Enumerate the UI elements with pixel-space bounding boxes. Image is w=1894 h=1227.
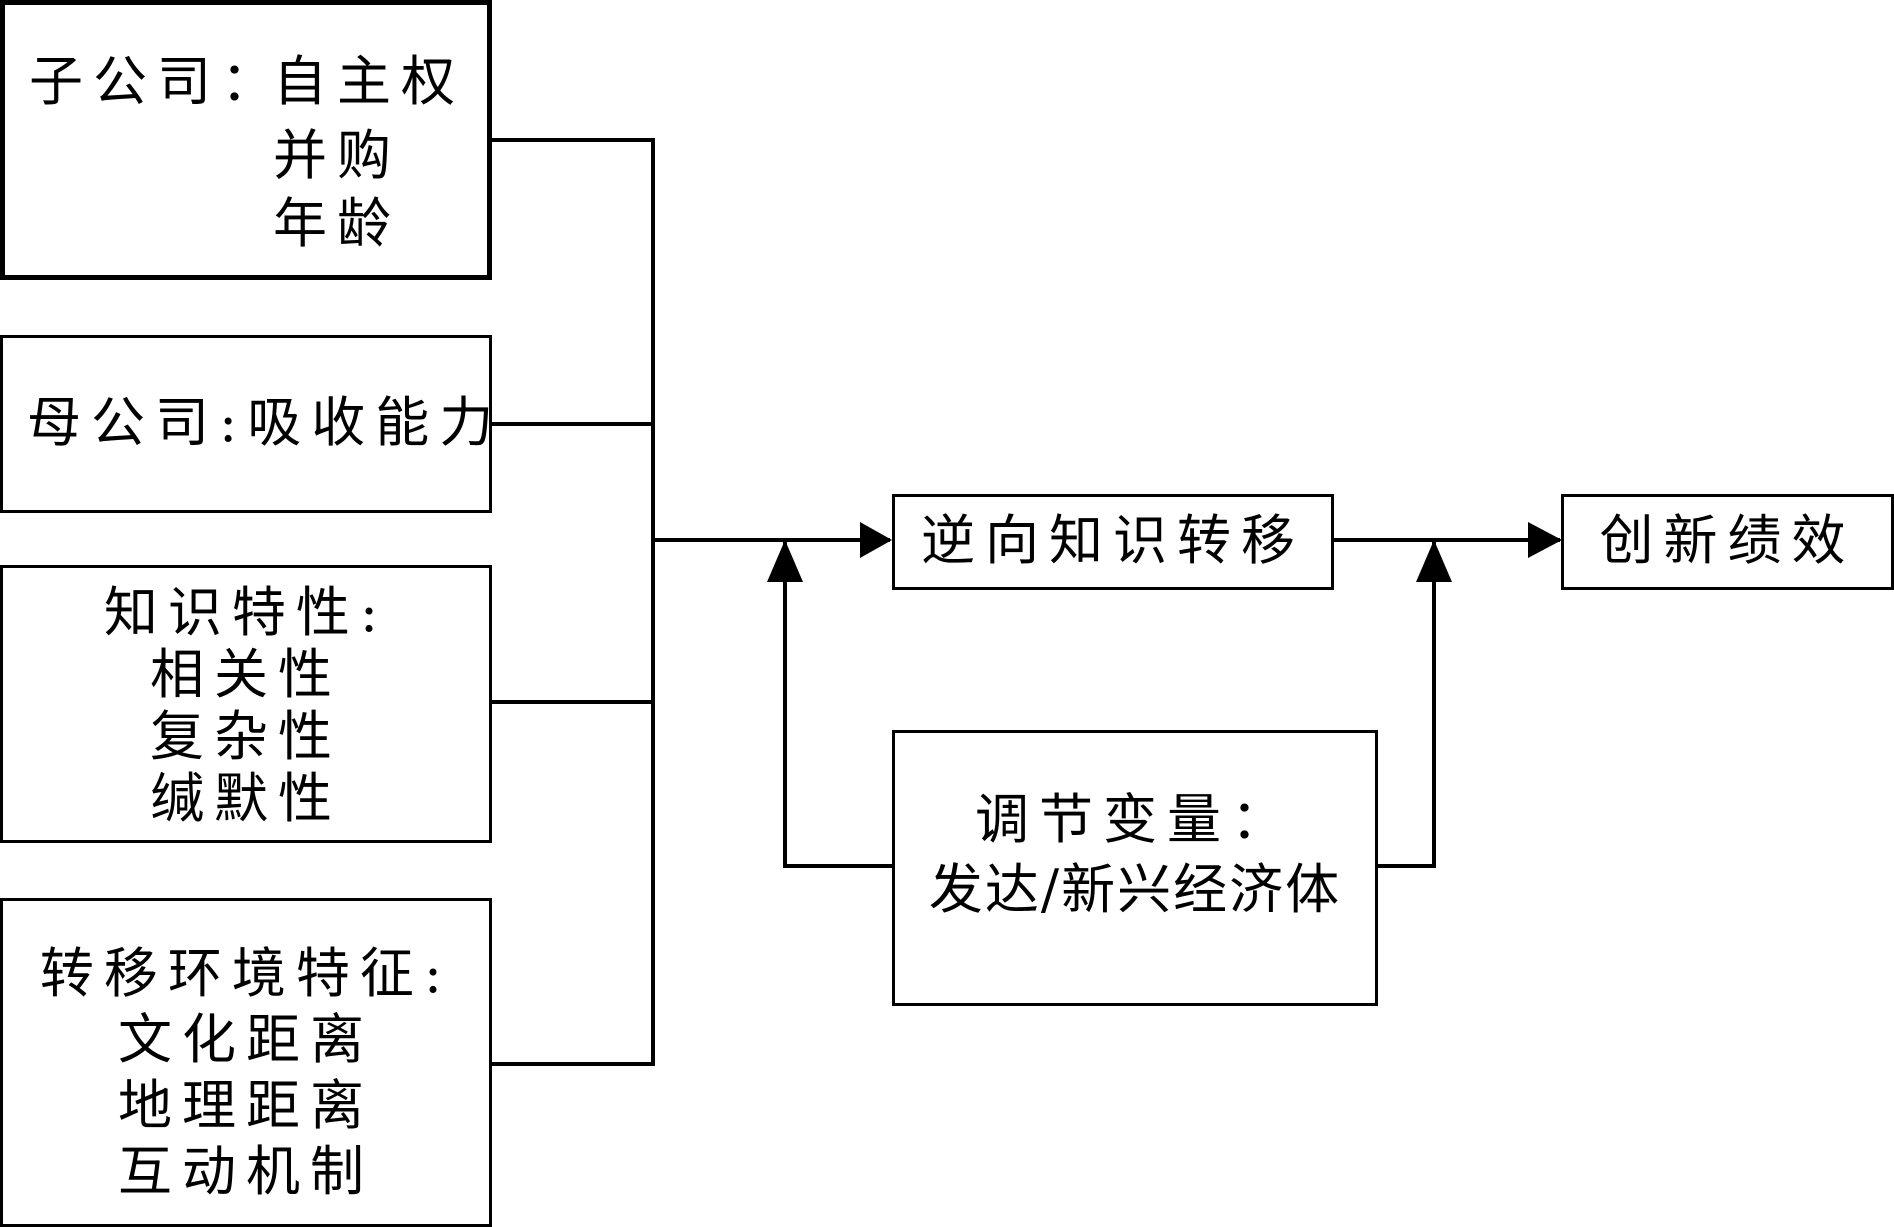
environment-item: 地理距离 — [118, 1074, 374, 1137]
environment-title: 转移环境特征: — [39, 942, 453, 1005]
moderator-box: 调节变量： 发达/新兴经济体 — [892, 730, 1378, 1006]
knowledge-item: 复杂性 — [150, 705, 342, 768]
subsidiary-label: 子公司： — [29, 50, 285, 113]
connector-subsidiary — [490, 138, 655, 1066]
knowledge-box: 知识特性: 相关性 复杂性 缄默性 — [0, 565, 492, 843]
moderator-value: 发达/新兴经济体 — [928, 858, 1342, 921]
moderator-title: 调节变量： — [975, 788, 1295, 851]
environment-item: 互动机制 — [118, 1140, 374, 1203]
subsidiary-item: 并购 — [273, 124, 401, 187]
innovation-text: 创新绩效 — [1599, 509, 1856, 572]
subsidiary-box: 子公司： 自主权 并购 年龄 — [0, 0, 492, 280]
arrowhead-reverse-transfer — [860, 522, 892, 558]
environment-item: 文化距离 — [118, 1008, 374, 1071]
moderator-arrow-right — [1377, 542, 1436, 868]
innovation-box: 创新绩效 — [1561, 494, 1894, 590]
moderator-arrow-left — [783, 542, 892, 868]
arrowhead-innovation — [1528, 522, 1562, 558]
arrowhead-moderator-right — [1416, 540, 1452, 582]
environment-box: 转移环境特征: 文化距离 地理距离 互动机制 — [0, 898, 492, 1227]
parent-text: 母公司:吸收能力 — [27, 391, 504, 454]
reverse-transfer-box: 逆向知识转移 — [892, 494, 1334, 590]
parent-box: 母公司:吸收能力 — [0, 335, 493, 513]
arrowhead-moderator-left — [767, 540, 803, 582]
subsidiary-item: 自主权 — [273, 50, 465, 113]
reverse-transfer-text: 逆向知识转移 — [921, 509, 1305, 572]
knowledge-item: 缄默性 — [150, 767, 342, 830]
subsidiary-item: 年龄 — [273, 192, 401, 255]
knowledge-item: 相关性 — [150, 643, 342, 706]
knowledge-title: 知识特性: — [103, 581, 389, 644]
